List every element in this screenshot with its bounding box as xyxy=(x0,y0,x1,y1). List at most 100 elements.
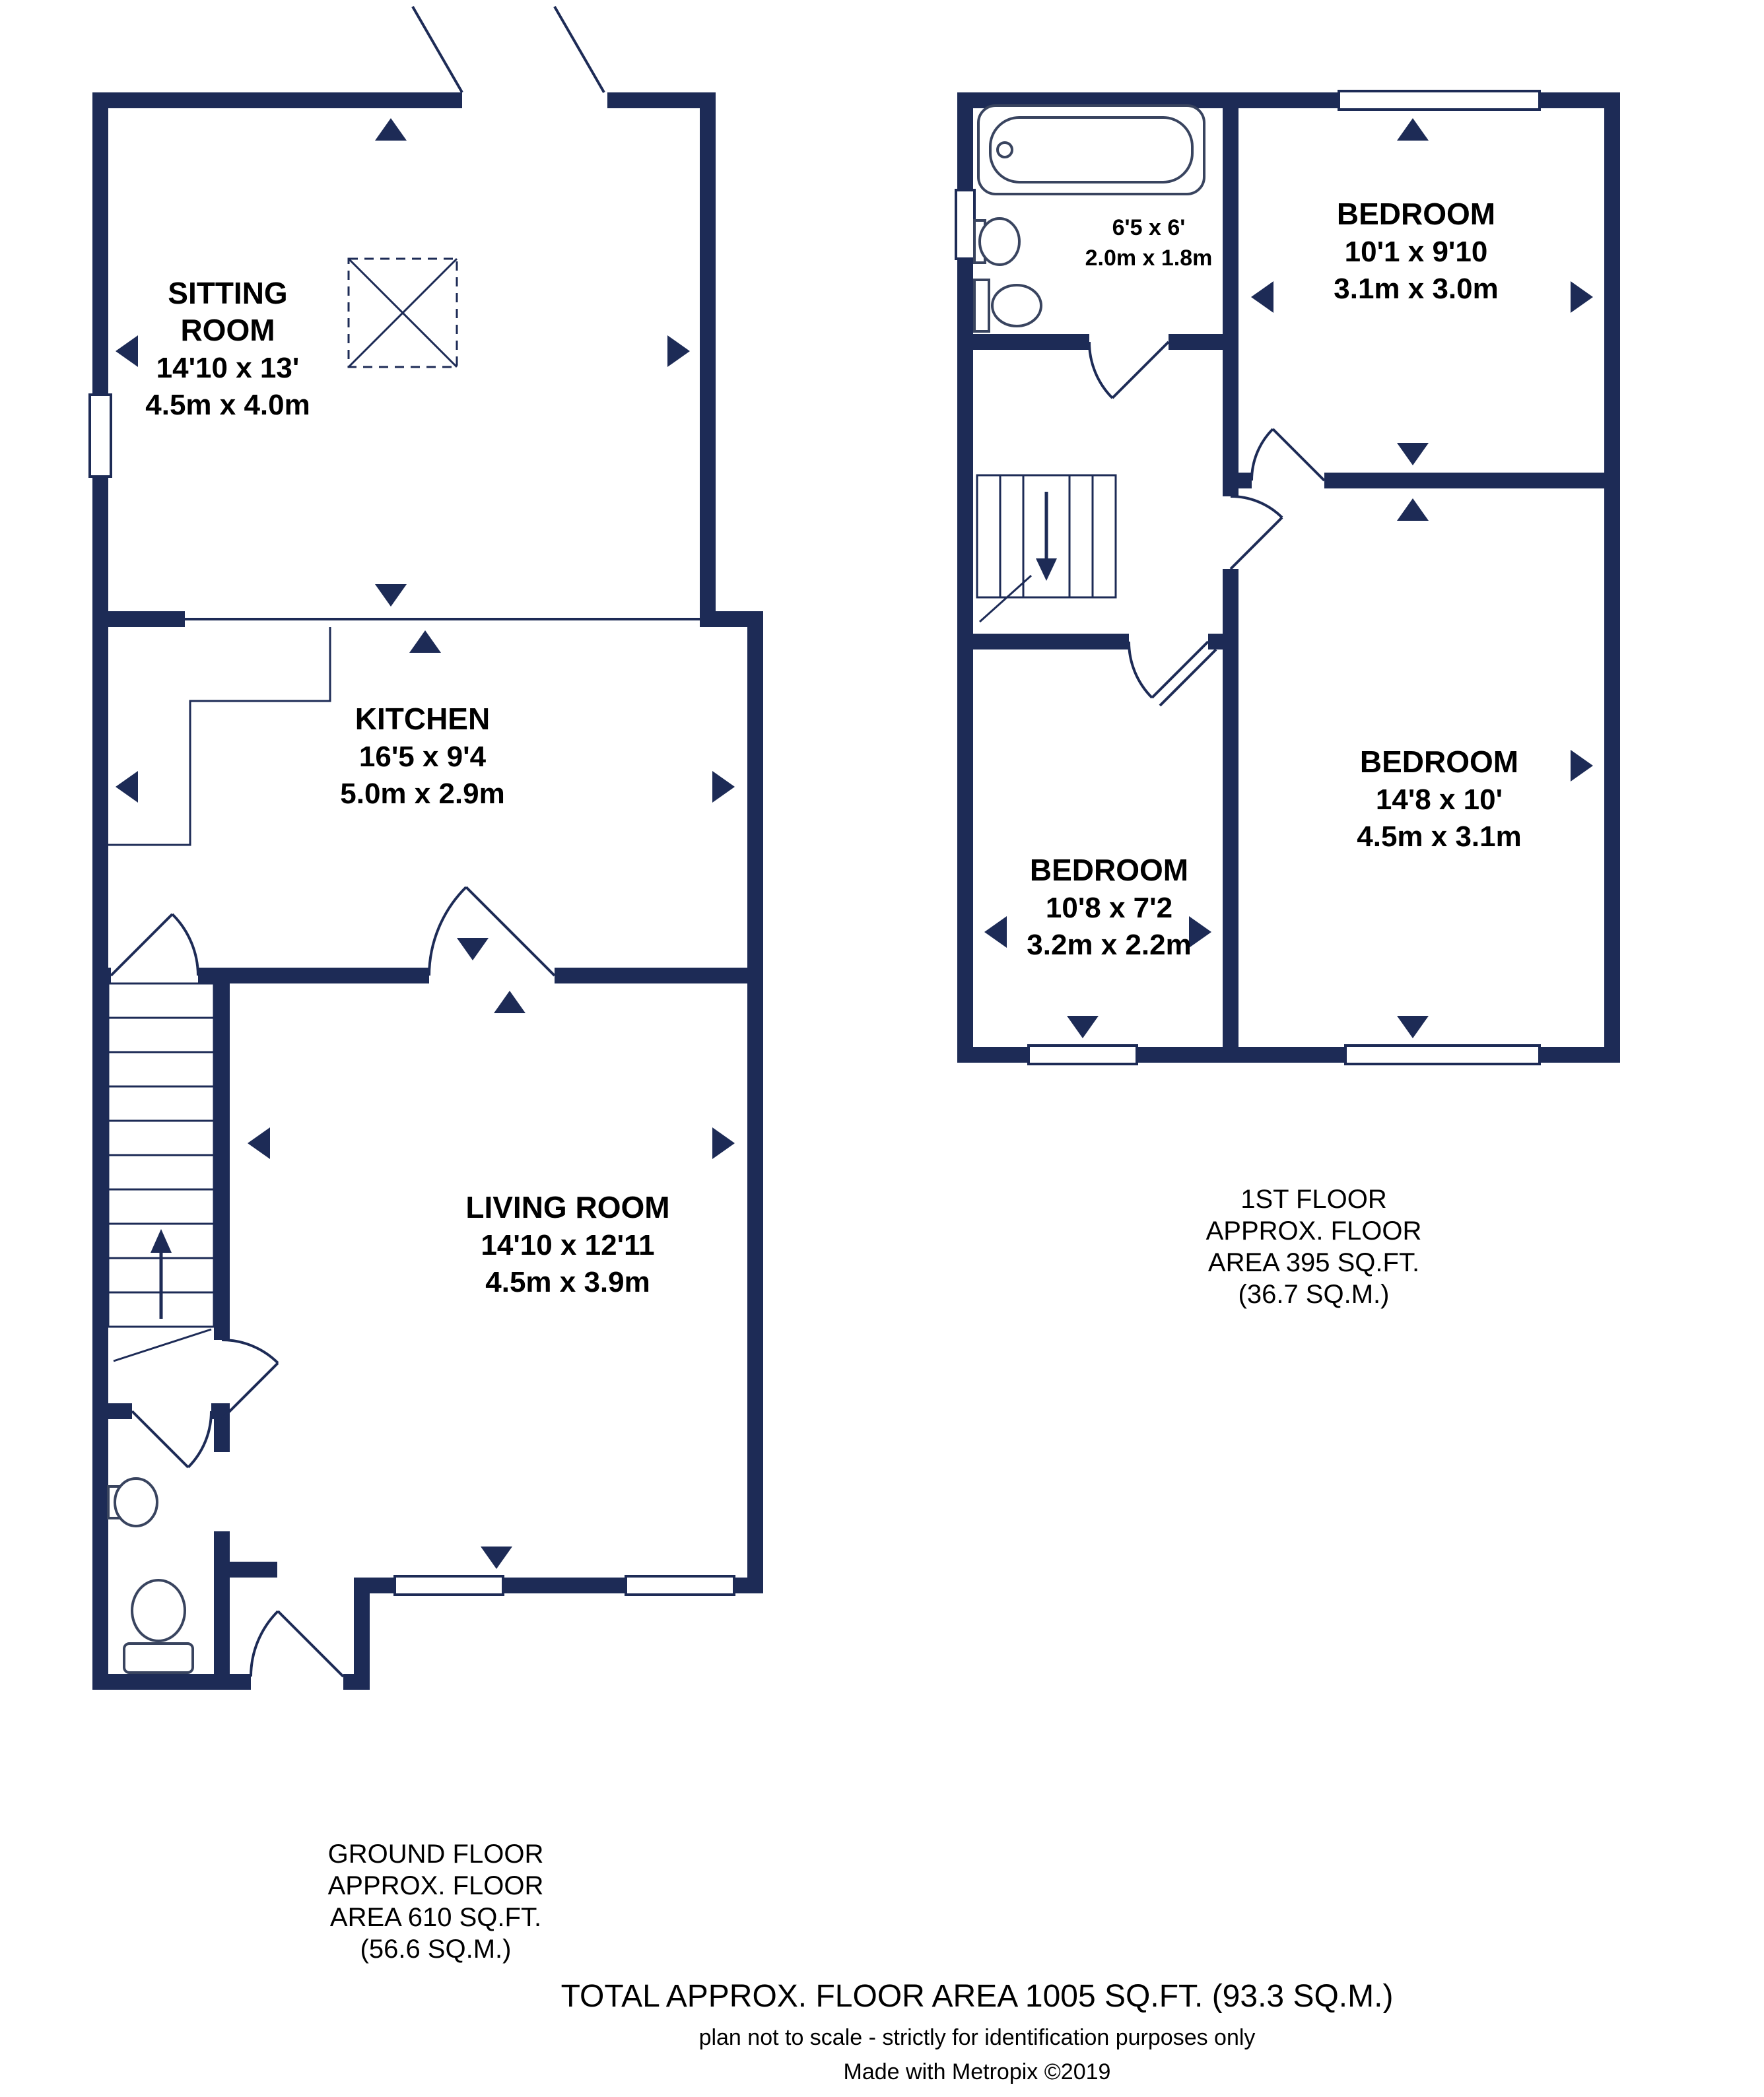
direction-triangle xyxy=(1571,281,1593,313)
direction-triangle xyxy=(481,1547,512,1569)
kitchen-label: KITCHEN 16'5 x 9'4 5.0m x 2.9m xyxy=(340,702,505,810)
caption-line: AREA 395 SQ.FT. xyxy=(1208,1248,1419,1277)
ground-floor-doors xyxy=(110,6,605,1678)
room-dims-imperial: 14'8 x 10' xyxy=(1376,783,1503,816)
ground-floor-windows xyxy=(88,393,735,1596)
room-dims-metric: 4.5m x 3.9m xyxy=(485,1266,650,1298)
first-floor-plan: 6'5 x 6' 2.0m x 1.8m BEDROOM 10'1 x 9'10… xyxy=(955,90,1620,1065)
direction-triangle xyxy=(1571,750,1593,782)
first-floor-walls xyxy=(957,92,1620,1063)
first-floor-caption: 1ST FLOOR APPROX. FLOOR AREA 395 SQ.FT. … xyxy=(1206,1185,1422,1309)
door-leaf xyxy=(220,1362,279,1420)
first-floor-triangles xyxy=(984,118,1593,1038)
direction-triangle xyxy=(984,916,1007,948)
direction-triangle xyxy=(712,1127,735,1159)
door-leaf xyxy=(465,886,556,977)
room-dims-metric: 2.0m x 1.8m xyxy=(1085,246,1213,271)
ceiling-light-icon xyxy=(347,257,458,368)
total-area-text: TOTAL APPROX. FLOOR AREA 1005 SQ.FT. (93… xyxy=(561,1979,1394,2014)
room-name: SITTING xyxy=(168,276,287,310)
door-arc xyxy=(171,913,199,976)
bath-icon xyxy=(977,104,1205,195)
front-door-arc xyxy=(250,1610,279,1677)
bathroom-label: 6'5 x 6' 2.0m x 1.8m xyxy=(1085,215,1213,271)
door-arc xyxy=(221,1338,279,1364)
first-floor-doors xyxy=(1087,341,1326,707)
door-arc xyxy=(1087,341,1114,399)
kitchen-counter xyxy=(108,627,331,846)
direction-triangle xyxy=(1397,498,1429,521)
up-arrow-head xyxy=(151,1229,172,1253)
caption-line: (56.6 SQ.M.) xyxy=(360,1935,512,1964)
footer: TOTAL APPROX. FLOOR AREA 1005 SQ.FT. (93… xyxy=(561,1979,1394,2084)
direction-triangle xyxy=(409,630,441,653)
room-dims-imperial: 14'10 x 13' xyxy=(156,352,300,384)
sitting-room-label: SITTING ROOM 14'10 x 13' 4.5m x 4.0m xyxy=(145,276,310,421)
direction-triangle xyxy=(712,771,735,803)
room-dims-imperial: 6'5 x 6' xyxy=(1112,215,1186,240)
room-dims-metric: 4.5m x 4.0m xyxy=(145,389,310,421)
room-name: BEDROOM xyxy=(1360,745,1518,779)
caption-line: AREA 610 SQ.FT. xyxy=(330,1903,541,1932)
window xyxy=(955,189,976,260)
window xyxy=(88,393,112,478)
direction-triangle xyxy=(1189,916,1211,948)
door-arc xyxy=(187,1411,213,1469)
french-door-leaf xyxy=(553,6,605,93)
down-arrow-head xyxy=(1036,558,1057,581)
door-leaf xyxy=(1111,341,1170,399)
direction-triangle xyxy=(116,771,138,803)
wc-toilet-icon xyxy=(123,1579,194,1674)
first-floor-stairs xyxy=(976,474,1117,623)
door-arc xyxy=(1250,428,1274,481)
direction-triangle xyxy=(494,991,526,1013)
room-dims-imperial: 14'10 x 12'11 xyxy=(481,1229,654,1261)
window xyxy=(1027,1044,1138,1065)
door-leaf xyxy=(110,913,174,977)
room-dims-metric: 4.5m x 3.1m xyxy=(1357,820,1522,853)
first-floor-windows xyxy=(955,90,1541,1065)
room-dims-metric: 3.2m x 2.2m xyxy=(1027,929,1192,961)
wc-sink-icon xyxy=(107,1477,158,1527)
caption-line: 1ST FLOOR xyxy=(1240,1185,1387,1214)
room-dims-imperial: 10'8 x 7'2 xyxy=(1046,892,1172,924)
window xyxy=(625,1575,735,1596)
door-leaf xyxy=(131,1410,189,1469)
direction-triangle xyxy=(1397,118,1429,141)
door-arc xyxy=(1127,641,1153,699)
bathroom-sink-icon xyxy=(973,217,1021,266)
direction-triangle xyxy=(1067,1016,1099,1038)
direction-triangle xyxy=(1251,281,1273,313)
room-name: BEDROOM xyxy=(1337,197,1495,231)
window xyxy=(1338,90,1541,111)
window xyxy=(1344,1044,1541,1065)
direction-triangle xyxy=(248,1127,270,1159)
door-arc xyxy=(1230,494,1283,519)
living-room-label: LIVING ROOM 14'10 x 12'11 4.5m x 3.9m xyxy=(465,1190,669,1298)
bedroom-3-label: BEDROOM 10'8 x 7'2 3.2m x 2.2m xyxy=(1027,853,1192,961)
bathroom-toilet-icon xyxy=(973,279,1042,333)
caption-line: APPROX. FLOOR xyxy=(1206,1216,1422,1246)
door-leaf xyxy=(1229,516,1283,570)
direction-triangle xyxy=(1397,1016,1429,1038)
room-dims-imperial: 10'1 x 9'10 xyxy=(1345,236,1488,268)
caption-line: APPROX. FLOOR xyxy=(328,1871,544,1900)
room-dims-imperial: 16'5 x 9'4 xyxy=(359,741,487,773)
room-name: ROOM xyxy=(180,313,275,347)
room-name: KITCHEN xyxy=(355,702,490,736)
caption-line: GROUND FLOOR xyxy=(328,1840,544,1869)
bedroom-1-label: BEDROOM 10'1 x 9'10 3.1m x 3.0m xyxy=(1334,197,1499,305)
direction-triangle xyxy=(667,335,690,367)
caption-line: (36.7 SQ.M.) xyxy=(1238,1280,1390,1309)
ground-floor-walls xyxy=(92,92,763,1690)
direction-triangle xyxy=(1397,443,1429,465)
direction-triangle xyxy=(375,118,407,141)
direction-triangle xyxy=(457,938,489,960)
room-dims-metric: 5.0m x 2.9m xyxy=(340,778,505,810)
ground-floor-triangles xyxy=(116,118,735,1569)
disclaimer-text: plan not to scale - strictly for identif… xyxy=(699,2025,1256,2050)
credit-text: Made with Metropix ©2019 xyxy=(844,2059,1111,2084)
room-dims-metric: 3.1m x 3.0m xyxy=(1334,273,1499,305)
